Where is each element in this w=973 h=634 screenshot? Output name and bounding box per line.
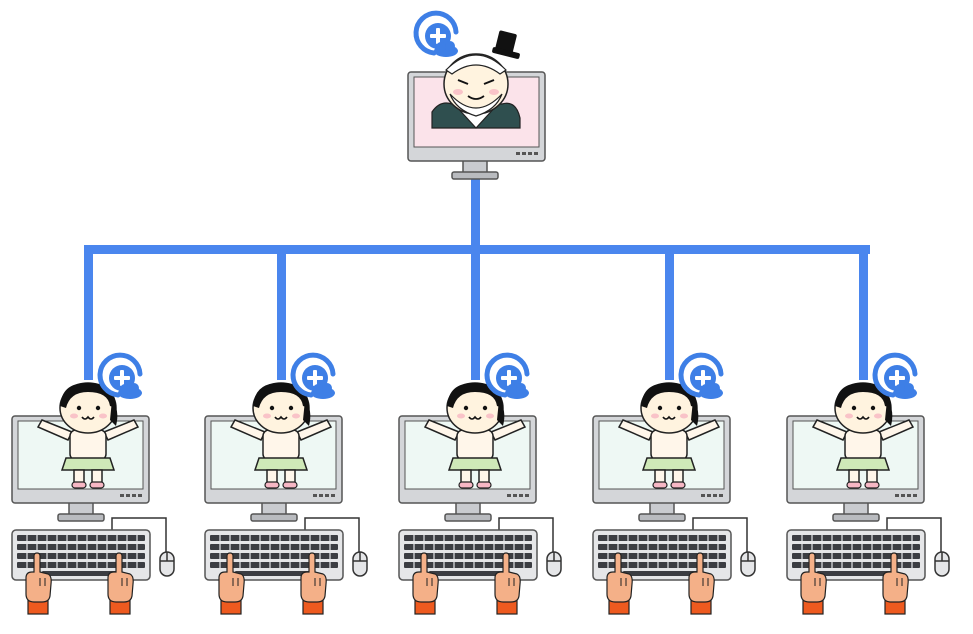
client-cloud-plus-icon: [875, 355, 917, 399]
client-computer-4: [592, 355, 756, 615]
client-cloud-plus-icon: [487, 355, 529, 399]
drop-line-3: [471, 245, 480, 380]
server-character: [431, 30, 521, 129]
drop-line-4: [665, 245, 674, 380]
client-computer-3: [398, 355, 562, 615]
client-computer-5: [786, 355, 950, 615]
mouse-icon: [740, 551, 756, 577]
mouse-icon: [159, 551, 175, 577]
trunk-line: [471, 178, 480, 250]
mouse-icon: [546, 551, 562, 577]
client-cloud-plus-icon: [293, 355, 335, 399]
server-computer: [407, 13, 546, 180]
drop-line-2: [277, 245, 286, 380]
client-computer-1: [11, 355, 175, 615]
client-computer-2: [204, 355, 368, 615]
network-connectors: [84, 178, 870, 380]
server-cloud-plus-icon: [416, 13, 458, 57]
client-cloud-plus-icon: [681, 355, 723, 399]
drop-line-5: [859, 245, 868, 380]
mouse-icon: [934, 551, 950, 577]
client-cloud-plus-icon: [100, 355, 142, 399]
drop-line-1: [84, 245, 93, 380]
mouse-icon: [352, 551, 368, 577]
